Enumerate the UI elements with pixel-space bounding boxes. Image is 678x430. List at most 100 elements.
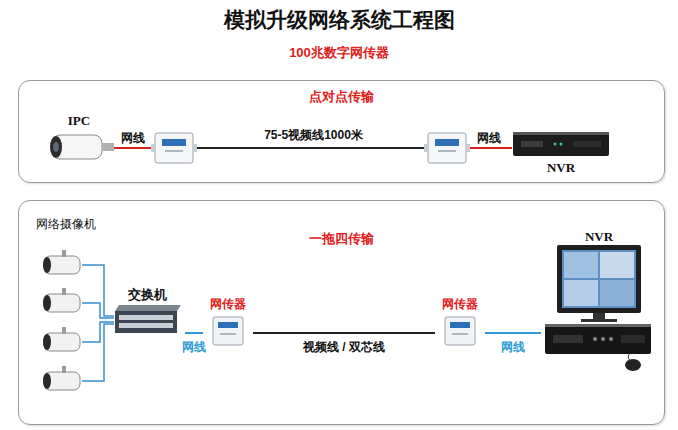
drawing-shape — [625, 359, 641, 371]
drawing-shape — [601, 337, 605, 341]
device-node: NVR — [541, 229, 657, 374]
drawing-shape — [513, 132, 609, 135]
drawing-shape — [44, 256, 80, 274]
network-camera — [43, 250, 80, 274]
drawing-shape — [113, 147, 155, 149]
cable-label: 网线 — [501, 340, 525, 354]
drawing-shape — [466, 144, 470, 152]
drawing-shape — [82, 303, 114, 318]
drawing-shape — [560, 143, 563, 146]
drawing-shape — [102, 143, 114, 151]
drawing-shape — [545, 324, 651, 327]
drawing-shape — [53, 142, 59, 152]
drawing-shape — [424, 144, 428, 152]
drawing-shape — [573, 141, 601, 147]
cable-label: 网络摄像机 — [36, 216, 96, 233]
drawing-shape — [609, 337, 613, 341]
drawing-shape — [155, 133, 193, 163]
drawing-shape — [151, 144, 155, 152]
cable-connector — [253, 332, 435, 334]
device-label: IPC — [42, 113, 116, 128]
section-heading: 点对点传输 — [19, 89, 664, 104]
cable-label: 75-5视频线1000米 — [264, 128, 363, 142]
drawing-shape — [621, 335, 645, 343]
drawing-shape — [220, 333, 236, 335]
nvr-with-monitor — [543, 229, 655, 374]
drawing-shape — [82, 265, 114, 316]
transmitter-box — [151, 133, 197, 163]
drawing-shape — [521, 141, 543, 147]
device-label: NVR — [541, 229, 657, 244]
drawing-shape — [600, 252, 634, 278]
drawing-shape — [435, 139, 459, 146]
network-camera — [43, 366, 80, 390]
drawing-shape — [44, 333, 80, 351]
subtitle: 100兆数字网传器 — [0, 44, 678, 62]
drawing-shape — [553, 335, 583, 343]
diagram-title: 模拟升级网络系统工程图 — [0, 6, 678, 34]
drawing-shape — [44, 372, 80, 390]
drawing-shape — [545, 324, 651, 354]
cable-label: 网线 — [477, 130, 501, 147]
drawing-shape — [593, 337, 597, 341]
drawing-shape — [600, 280, 634, 306]
drawing-shape — [428, 133, 466, 163]
drawing-shape — [43, 257, 51, 273]
device-label: 网传器 — [203, 297, 253, 312]
drawing-shape — [62, 288, 66, 295]
device-node: 交换机 — [109, 287, 185, 337]
drawing-shape — [162, 139, 186, 146]
section-heading: 一拖四传输 — [19, 231, 664, 246]
device-node: IPC — [42, 113, 116, 171]
network-camera — [43, 288, 80, 312]
drawing-shape — [593, 313, 605, 319]
drawing-shape — [43, 373, 51, 389]
drawing-shape — [119, 323, 173, 328]
drawing-shape — [554, 143, 557, 146]
drawing-shape — [193, 144, 197, 152]
drawing-shape — [165, 150, 183, 152]
drawing-shape — [43, 295, 51, 311]
cable-label: 网线 — [182, 340, 206, 354]
drawing-shape — [115, 305, 181, 311]
drawing-shape — [50, 136, 62, 158]
device-node: 网传器 — [435, 297, 485, 349]
drawing-shape — [115, 311, 177, 333]
drawing-shape — [466, 147, 512, 149]
drawing-shape — [62, 327, 66, 334]
drawing-shape — [119, 315, 173, 320]
device-node: 网传器 — [203, 297, 253, 349]
cable-label: 网线 — [121, 130, 145, 147]
drawing-shape — [513, 132, 609, 156]
drawing-shape — [44, 294, 80, 312]
drawing-shape — [581, 319, 617, 322]
transmitter-box — [424, 133, 470, 163]
drawing-shape — [62, 366, 66, 373]
cable-connector — [485, 332, 541, 334]
drawing-shape — [43, 334, 51, 350]
device-node: NVR — [511, 128, 611, 179]
section-panel: 一拖四传输交换机网传器 网传器 NVR — [18, 200, 665, 425]
drawing-shape — [452, 333, 468, 335]
drawing-shape — [557, 245, 641, 313]
drawing-shape — [213, 317, 243, 345]
drawing-shape — [82, 322, 114, 342]
device-label: 交换机 — [109, 287, 185, 302]
camera-wires — [82, 265, 114, 381]
drawing-shape — [562, 250, 636, 308]
drawing-shape — [438, 150, 456, 152]
drawing-shape — [62, 250, 66, 257]
drawing-shape — [450, 322, 470, 328]
drawing-shape — [564, 252, 598, 278]
drawing-shape — [82, 324, 114, 381]
network-camera — [43, 327, 80, 351]
device-label: 网传器 — [435, 297, 485, 312]
device-label: NVR — [511, 160, 611, 175]
drawing-shape — [564, 280, 598, 306]
drawing-shape — [445, 317, 475, 345]
cable-label: 视频线 / 双芯线 — [303, 340, 385, 354]
cable-connector — [185, 332, 203, 334]
